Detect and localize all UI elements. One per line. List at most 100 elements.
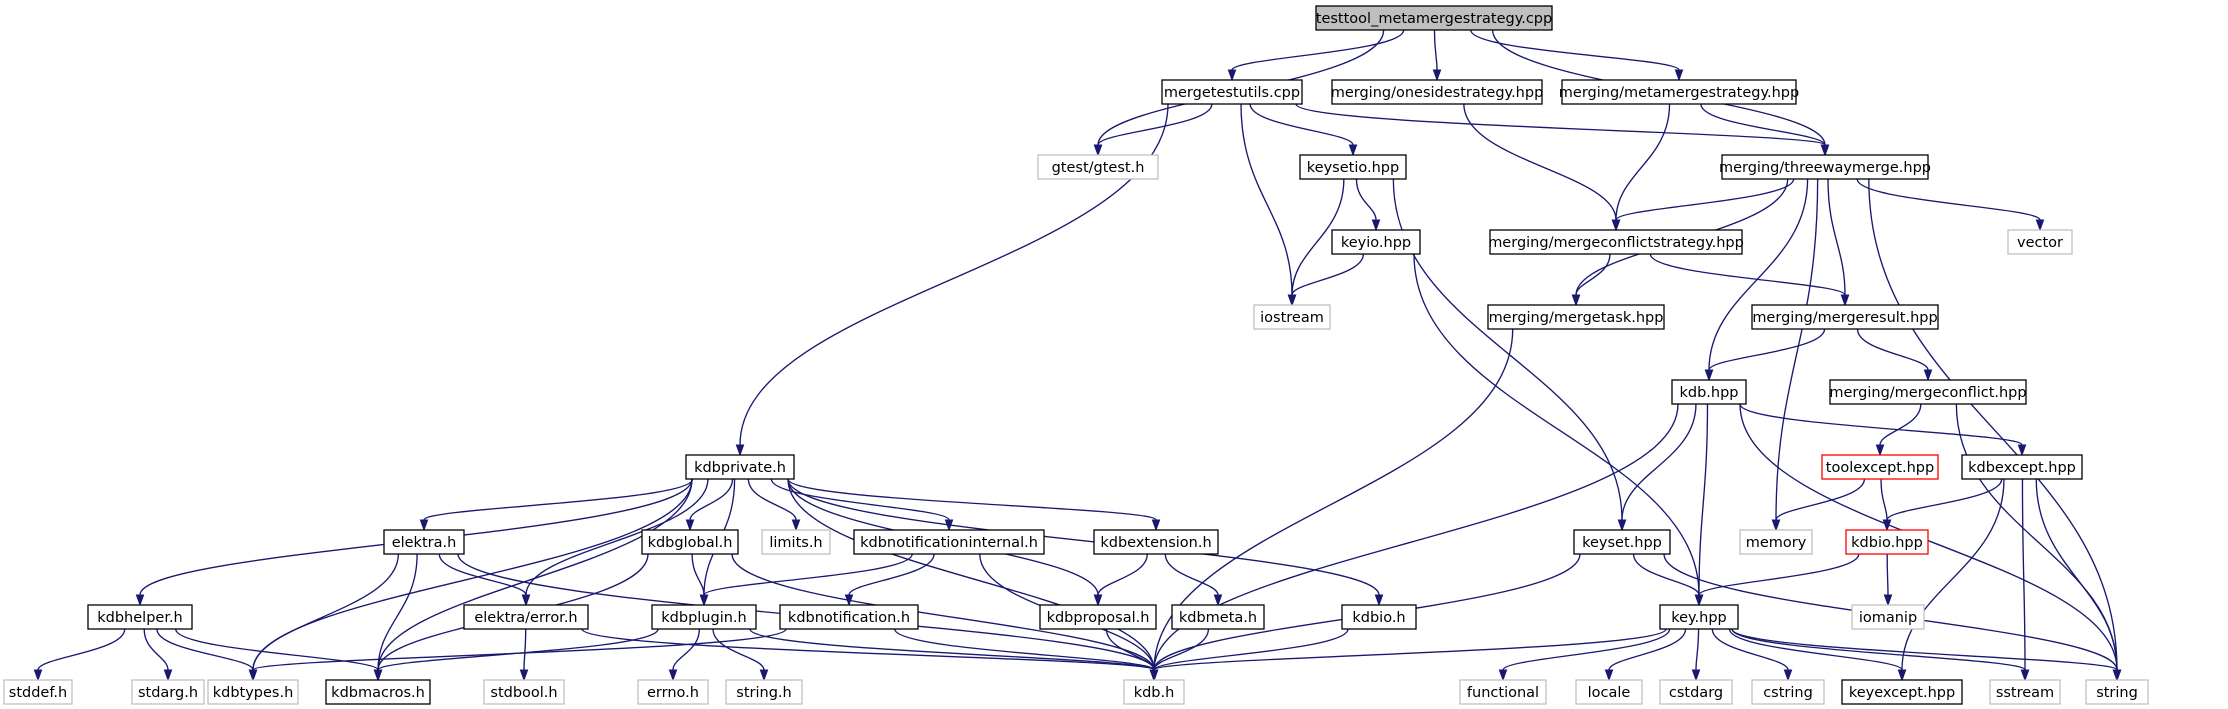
edge-kdbprivate-to-limits (747, 478, 797, 521)
edge-kdbnotificationinternal-to-kdbnotification (848, 553, 935, 596)
node-stddef: stddef.h (3, 679, 73, 705)
node-mergetask-label: merging/mergetask.hpp (1489, 310, 1664, 326)
node-locale-box (1575, 679, 1643, 705)
edge-keysetio-to-iostream (1291, 178, 1345, 296)
edge-kdbextension-to-kdbmeta-arrowhead (1213, 594, 1223, 607)
node-stdbool: stdbool.h (483, 679, 565, 705)
node-kdbnotificationinternal-label: kdbnotificationinternal.h (860, 535, 1038, 551)
node-toolexcept[interactable]: toolexcept.hpp (1821, 454, 1939, 480)
node-kdbprivate[interactable]: kdbprivate.h (685, 454, 795, 480)
edge-kdbhpp-to-kdbexcept-arrowhead (2017, 444, 2027, 457)
edge-kdbexcept-to-sstream (2021, 478, 2026, 671)
node-keysetio[interactable]: keysetio.hpp (1299, 154, 1407, 180)
node-kdbio_h[interactable]: kdbio.h (1341, 604, 1417, 630)
node-gtest-label: gtest/gtest.h (1052, 160, 1145, 176)
node-kdbhelper[interactable]: kdbhelper.h (87, 604, 193, 630)
edge-keyio-to-iostream-arrowhead (1287, 294, 1297, 307)
edge-keyhpp-to-string (1731, 628, 2118, 671)
edge-elektra-to-elektraerror-arrowhead (521, 594, 531, 607)
node-keyexcept[interactable]: keyexcept.hpp (1841, 679, 1963, 705)
node-locale: locale (1575, 679, 1643, 705)
edge-kdbextension-to-kdbmeta (1164, 553, 1219, 596)
edge-kdbplugin-to-stringh-arrowhead (759, 669, 769, 682)
node-kdbh-label: kdb.h (1134, 685, 1175, 701)
node-metamergestrategy[interactable]: merging/metamergestrategy.hpp (1559, 79, 1799, 105)
node-mergeconflictstrategy[interactable]: merging/mergeconflictstrategy.hpp (1488, 229, 1744, 255)
edge-kdbprivate-to-kdbnotificationinternal (770, 478, 950, 521)
node-kdbprivate-box (685, 454, 795, 480)
node-elektraerror[interactable]: elektra/error.h (463, 604, 589, 630)
node-keyio[interactable]: keyio.hpp (1331, 229, 1421, 255)
edge-keyhpp-to-cstdarg-arrowhead (1691, 669, 1701, 682)
node-keysetio-label: keysetio.hpp (1307, 160, 1399, 176)
node-onesidestrategy[interactable]: merging/onesidestrategy.hpp (1331, 79, 1544, 105)
node-vector-box (2007, 229, 2073, 255)
node-kdbtypes-box (207, 679, 299, 705)
node-limits-label: limits.h (769, 535, 822, 551)
node-errno-box (637, 679, 709, 705)
edge-kdbprivate-to-limits-arrowhead (791, 519, 801, 532)
edge-kdbhelper-to-kdbtypes (156, 628, 254, 671)
node-keyset[interactable]: keyset.hpp (1573, 529, 1671, 555)
node-kdbmeta[interactable]: kdbmeta.h (1171, 604, 1265, 630)
edge-mergeconflictstrategy-to-mergetask (1575, 253, 1611, 296)
edge-toolexcept-to-memory-arrowhead (1771, 519, 1781, 532)
node-cstdarg-box (1659, 679, 1733, 705)
edge-kdbprivate-to-kdbglobal-arrowhead (685, 519, 695, 532)
node-mergeconflict[interactable]: merging/mergeconflict.hpp (1829, 379, 2027, 405)
node-kdbmacros-box (325, 679, 431, 705)
node-kdbio_h-box (1341, 604, 1417, 630)
node-mergeresult-label: merging/mergeresult.hpp (1752, 310, 1937, 326)
node-kdbnotification[interactable]: kdbnotification.h (779, 604, 919, 630)
edge-threewaymerge-to-mergeconflictstrategy-arrowhead (1611, 219, 1621, 232)
edge-root-to-mergetestutils (1231, 29, 1405, 71)
edge-metamergestrategy-to-threewaymerge (1700, 103, 1826, 146)
node-iostream: iostream (1253, 304, 1331, 330)
edge-mergeresult-to-mergeconflict-arrowhead (1923, 369, 1933, 382)
node-mergeresult[interactable]: merging/mergeresult.hpp (1751, 304, 1939, 330)
node-kdbextension[interactable]: kdbextension.h (1093, 529, 1219, 555)
node-kdbextension-box (1093, 529, 1219, 555)
edge-root-to-onesidestrategy (1433, 29, 1438, 71)
edge-mergeconflictstrategy-to-mergetask-arrowhead (1571, 294, 1581, 307)
node-kdbglobal[interactable]: kdbglobal.h (641, 529, 739, 555)
edge-threewaymerge-to-kdbhpp (1708, 178, 1809, 371)
edge-kdbprivate-to-kdbextension-arrowhead (1151, 519, 1161, 532)
node-kdbproposal[interactable]: kdbproposal.h (1039, 604, 1157, 630)
edge-kdbhpp-to-kdbexcept (1739, 403, 2023, 446)
edge-mergeconflict-to-string (1955, 403, 2118, 671)
edge-kdbplugin-to-kdbh (749, 628, 1155, 671)
edge-kdbprivate-to-elektra (423, 478, 694, 521)
node-stdarg-label: stdarg.h (138, 685, 198, 701)
edge-kdbprivate-to-kdbextension (787, 478, 1157, 521)
node-root[interactable]: testtool_metamergestrategy.cpp (1315, 5, 1553, 31)
node-stdbool-box (483, 679, 565, 705)
edge-threewaymerge-to-vector (1856, 178, 2041, 221)
node-kdbplugin[interactable]: kdbplugin.h (651, 604, 757, 630)
edge-kdbhpp-to-keyhpp (1698, 403, 1709, 596)
edge-kdbextension-to-kdbproposal (1097, 553, 1148, 596)
node-keysetio-box (1299, 154, 1407, 180)
node-mergetestutils[interactable]: mergetestutils.cpp (1161, 79, 1303, 105)
node-threewaymerge[interactable]: merging/threewaymerge.hpp (1719, 154, 1931, 180)
edge-keyhpp-to-cstring-arrowhead (1783, 669, 1793, 682)
node-kdbio_hpp[interactable]: kdbio.hpp (1845, 529, 1929, 555)
edge-root-to-mergetestutils-arrowhead (1227, 69, 1237, 82)
edge-kdbhelper-to-kdbmacros (175, 628, 379, 671)
node-kdbexcept[interactable]: kdbexcept.hpp (1961, 454, 2083, 480)
edge-elektraerror-to-kdbh (581, 628, 1155, 671)
node-elektra[interactable]: elektra.h (383, 529, 465, 555)
node-kdbmacros[interactable]: kdbmacros.h (325, 679, 431, 705)
node-keyhpp[interactable]: key.hpp (1659, 604, 1739, 630)
node-string: string (2085, 679, 2149, 705)
node-mergetask[interactable]: merging/mergetask.hpp (1487, 304, 1665, 330)
node-kdbhpp[interactable]: kdb.hpp (1671, 379, 1747, 405)
edge-keyset-to-keyhpp (1632, 553, 1700, 596)
node-functional: functional (1459, 679, 1547, 705)
edge-kdbprivate-to-elektraerror (525, 478, 709, 596)
node-kdbnotificationinternal[interactable]: kdbnotificationinternal.h (853, 529, 1045, 555)
node-iomanip-box (1851, 604, 1925, 630)
edge-kdbprivate-to-kdbio_h-arrowhead (1374, 594, 1384, 607)
edge-toolexcept-to-memory (1775, 478, 1866, 521)
node-mergetestutils-box (1161, 79, 1303, 105)
